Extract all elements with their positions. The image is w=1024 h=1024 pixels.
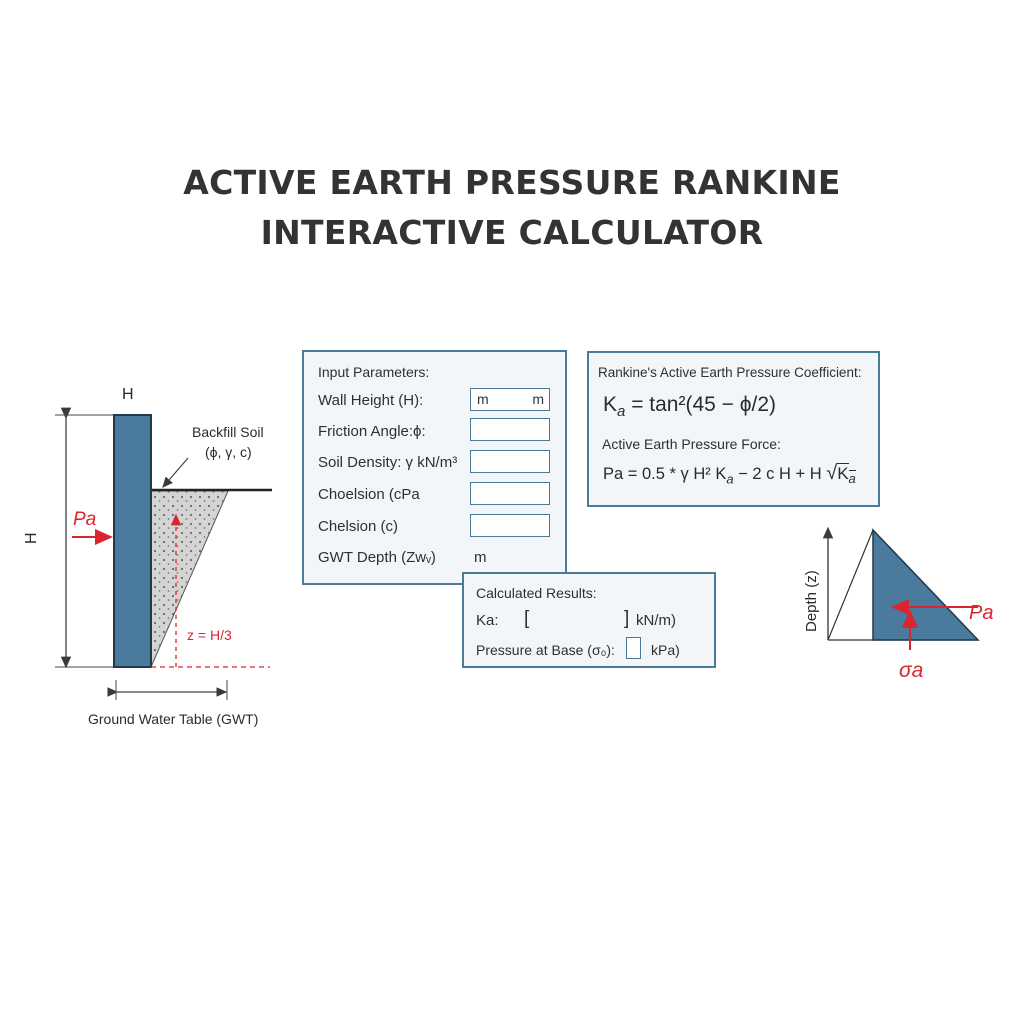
friction-angle-label: Friction Angle:ϕ: — [318, 423, 426, 440]
friction-angle-input[interactable] — [470, 418, 550, 441]
depth-axis-label: Depth (z) — [803, 570, 820, 632]
title-line-1: ACTIVE EARTH PRESSURE RANKINE — [183, 163, 841, 202]
resultant-location-label: z = H/3 — [187, 627, 232, 643]
sqrt-icon: √ — [826, 462, 838, 484]
pa-resultant-label: Pa — [969, 602, 993, 624]
ka-formula: Ka = tan²(45 − ϕ/2) — [603, 393, 777, 421]
formula-panel: Rankine's Active Earth Pressure Coeffici… — [587, 351, 880, 507]
base-pressure-unit: kPa) — [651, 642, 680, 658]
pa-formula-heading: Active Earth Pressure Force: — [602, 436, 781, 452]
gwt-depth-label: GWT Depth (Zwᵥ) — [318, 549, 436, 566]
backfill-soil-label: Backfill Soil — [192, 424, 264, 440]
wall-height-input-value: m — [477, 391, 489, 407]
soil-density-input[interactable] — [470, 450, 550, 473]
backfill-leader-line — [162, 457, 189, 488]
base-pressure-output — [626, 637, 641, 659]
cohesion-label: Chelsion (c) — [318, 518, 399, 535]
wall-top-label: H — [122, 386, 134, 403]
wall-height-label: H — [23, 532, 40, 544]
ka-result-unit: kN/m) — [636, 612, 676, 629]
cohesion-pa-input[interactable] — [470, 482, 550, 505]
backfill-params-label: (ϕ, γ, c) — [205, 444, 252, 460]
input-panel-heading: Input Parameters: — [318, 364, 430, 380]
base-pressure-label: Pressure at Base (σ₀): — [476, 642, 615, 658]
ka-result-bracket-close: ] — [624, 608, 630, 629]
wall-height-input[interactable]: m m — [470, 388, 550, 411]
backfill-soil-wedge — [150, 490, 229, 668]
gwt-label: Ground Water Table (GWT) — [88, 711, 258, 727]
pa-formula: Pa = 0.5 * γ H² Ka − 2 c H + H √Ka — [603, 462, 856, 487]
soil-density-label: Soil Density: γ kN/m³ — [318, 454, 458, 471]
wall-height-input-unit: m — [532, 391, 544, 407]
ka-result-bracket-open: [ — [524, 608, 530, 629]
ka-result-label: Ka: — [476, 612, 499, 629]
wall-height-label: Wall Height (H): — [318, 392, 424, 409]
cohesion-input[interactable] — [470, 514, 550, 537]
title-line-2: INTERACTIVE CALCULATOR — [260, 213, 764, 252]
stress-label: σa — [899, 659, 923, 682]
retaining-wall — [113, 414, 152, 668]
input-parameters-panel: Input Parameters: Wall Height (H): m m F… — [302, 350, 567, 585]
ka-formula-heading: Rankine's Active Earth Pressure Coeffici… — [598, 365, 862, 380]
pressure-outline — [827, 529, 874, 641]
pa-force-label: Pa — [73, 509, 96, 530]
pressure-triangle — [872, 528, 980, 641]
page-title: ACTIVE EARTH PRESSURE RANKINE INTERACTIV… — [0, 158, 1024, 258]
results-heading: Calculated Results: — [476, 585, 597, 601]
calculated-results-panel: Calculated Results: Ka: [ ] kN/m) Pressu… — [462, 572, 716, 668]
gwt-depth-unit: m — [474, 549, 487, 566]
cohesion-pa-label: Choelsion (cPa — [318, 486, 420, 503]
